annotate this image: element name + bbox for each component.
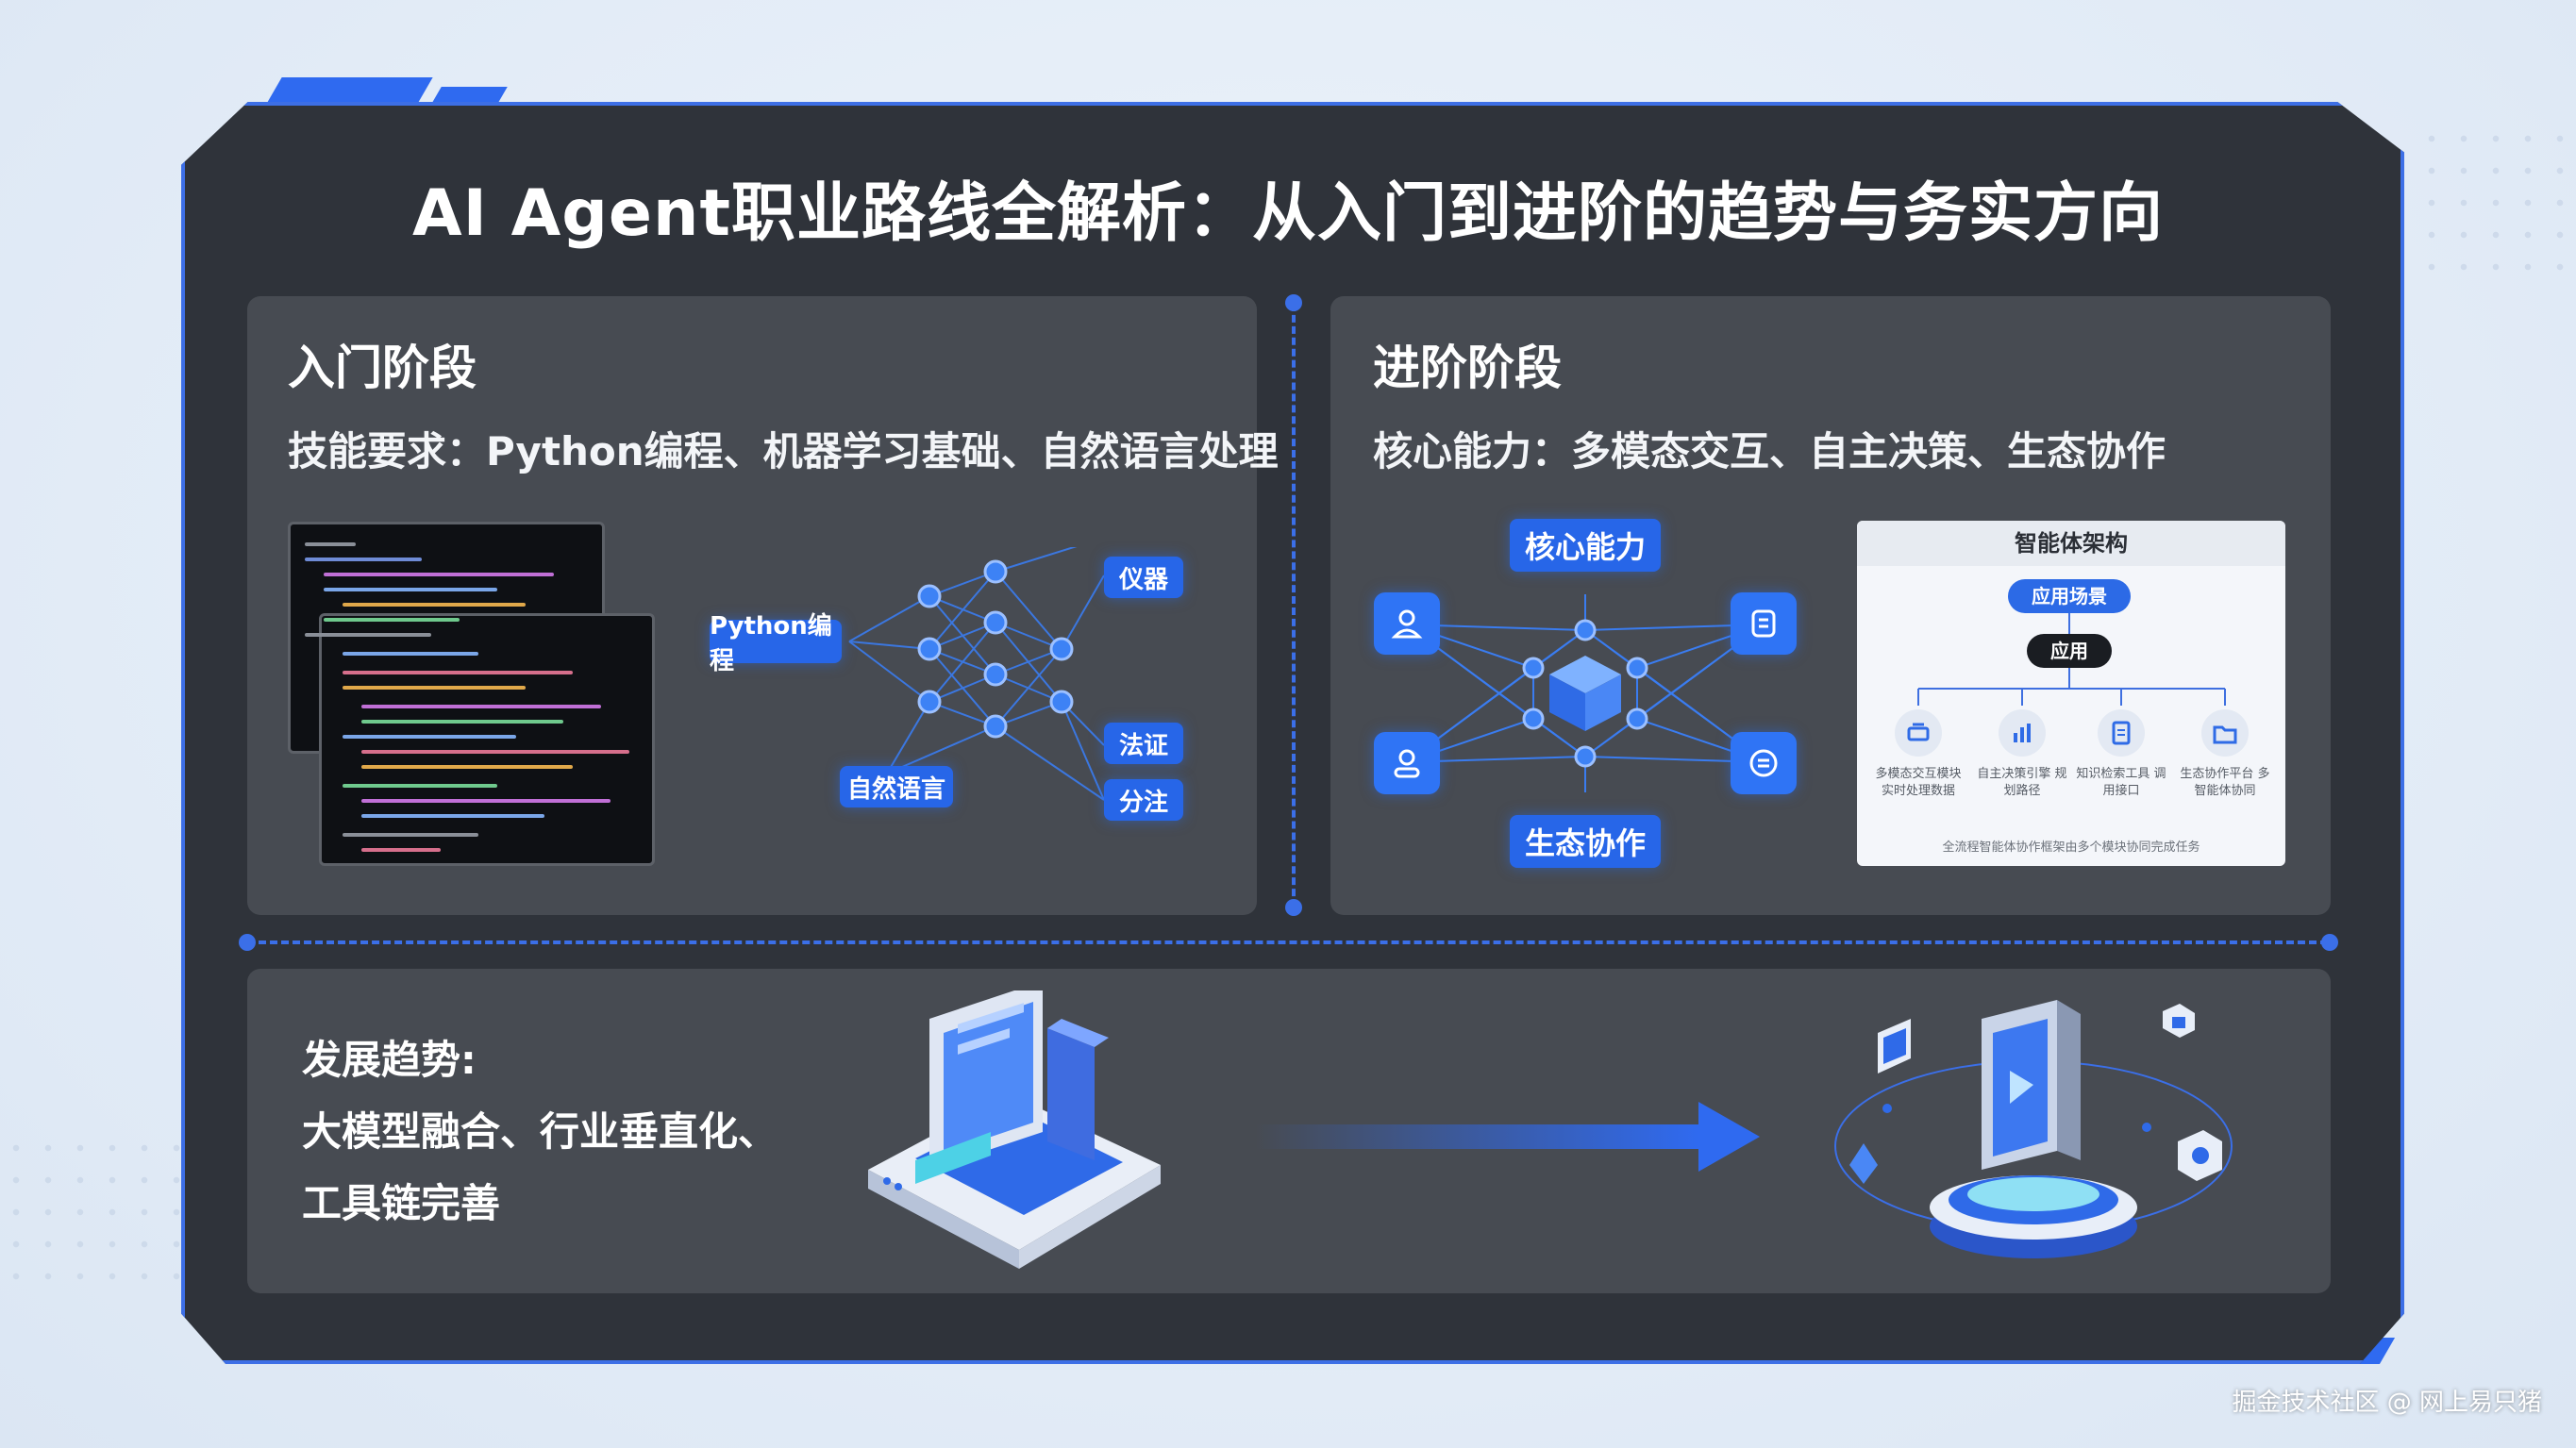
nlp-node: 自然语言: [840, 766, 953, 807]
document-icon: [2098, 709, 2145, 757]
cube-icon: [1549, 656, 1621, 731]
arch-scenario-node: 应用场景: [2008, 579, 2131, 613]
code-lines: [305, 542, 629, 852]
trend-line-2: 大模型融合、行业垂直化、: [302, 1108, 778, 1155]
output-node-1: 仪器: [1104, 557, 1183, 598]
document-icon: [1731, 592, 1797, 655]
user-location-icon: [1374, 732, 1440, 794]
eco-collab-node: 生态协作: [1510, 815, 1661, 868]
trend-line-1: 发展趋势:: [302, 1037, 477, 1083]
python-node: Python编程: [710, 612, 842, 675]
bar-chart-icon: [1999, 709, 2046, 757]
arch-connectors: [1917, 613, 2226, 706]
arch-item-text: 生态协作平台 多智能体协同: [2180, 767, 2270, 798]
trend-line-3: 工具链完善: [302, 1180, 501, 1226]
arch-item-text: 知识检索工具 调用接口: [2076, 767, 2166, 798]
user-icon: [1374, 592, 1440, 655]
arch-item: 自主决策引擎 规划路径: [1975, 709, 2069, 800]
divider-dot: [1285, 899, 1302, 916]
page-title: AI Agent职业路线全解析：从入门到进阶的趋势与务实方向: [412, 176, 2164, 251]
frame-tab-deco: [265, 77, 433, 106]
watermark: 掘金技术社区 @ 网上易只猪: [2232, 1389, 2542, 1417]
floating-doc-icon: [1878, 1019, 1911, 1074]
horizontal-divider: [247, 940, 2328, 944]
chat-icon: [1731, 732, 1797, 794]
floating-chat-icon: [2178, 1130, 2222, 1181]
arch-app-node: 应用: [2027, 634, 2112, 668]
vertical-divider: [1292, 304, 1296, 907]
output-node-3: 分注: [1104, 779, 1183, 821]
printer-icon: [1895, 709, 1942, 757]
divider-dot: [1285, 294, 1302, 311]
platform-illustration: [1834, 1000, 2233, 1258]
arch-item: 知识检索工具 调用接口: [2074, 709, 2168, 800]
arch-title: 智能体架构: [1857, 521, 2285, 566]
arch-item-text: 自主决策引擎 规划路径: [1977, 767, 2067, 798]
entry-skills: 技能要求：Python编程、机器学习基础、自然语言处理: [288, 428, 1279, 474]
neural-network: [848, 547, 1105, 801]
entry-heading: 入门阶段: [282, 330, 495, 402]
divider-dot: [2321, 934, 2338, 951]
arch-item: 多模态交互模块 实时处理数据: [1871, 709, 1965, 800]
floating-cube-icon: [2163, 1004, 2195, 1038]
dot-pattern-right: [2416, 123, 2576, 292]
progress-arrow-icon: [1255, 1102, 1760, 1172]
advanced-heading: 进阶阶段: [1367, 330, 1581, 402]
folder-icon: [2201, 709, 2249, 757]
core-ability-node: 核心能力: [1510, 519, 1661, 572]
agent-architecture-panel: 智能体架构 应用场景 应用 多模态交互模块 实时处理数据 自主决策引擎 规划路径…: [1857, 521, 2285, 866]
floating-gem-icon: [1849, 1143, 1878, 1184]
arch-item: 生态协作平台 多智能体协同: [2178, 709, 2272, 800]
computer-illustration: [868, 990, 1161, 1269]
advanced-abilities: 核心能力：多模态交互、自主决策、生态协作: [1373, 428, 2166, 474]
arch-footer: 全流程智能体协作框架由多个模块协同完成任务: [1942, 841, 2200, 855]
output-node-2: 法证: [1104, 723, 1183, 764]
trend-text: 发展趋势: 大模型融合、行业垂直化、 工具链完善: [302, 1024, 778, 1240]
divider-dot: [239, 934, 256, 951]
arch-item-text: 多模态交互模块 实时处理数据: [1875, 767, 1962, 798]
core-network: [1405, 594, 1765, 792]
